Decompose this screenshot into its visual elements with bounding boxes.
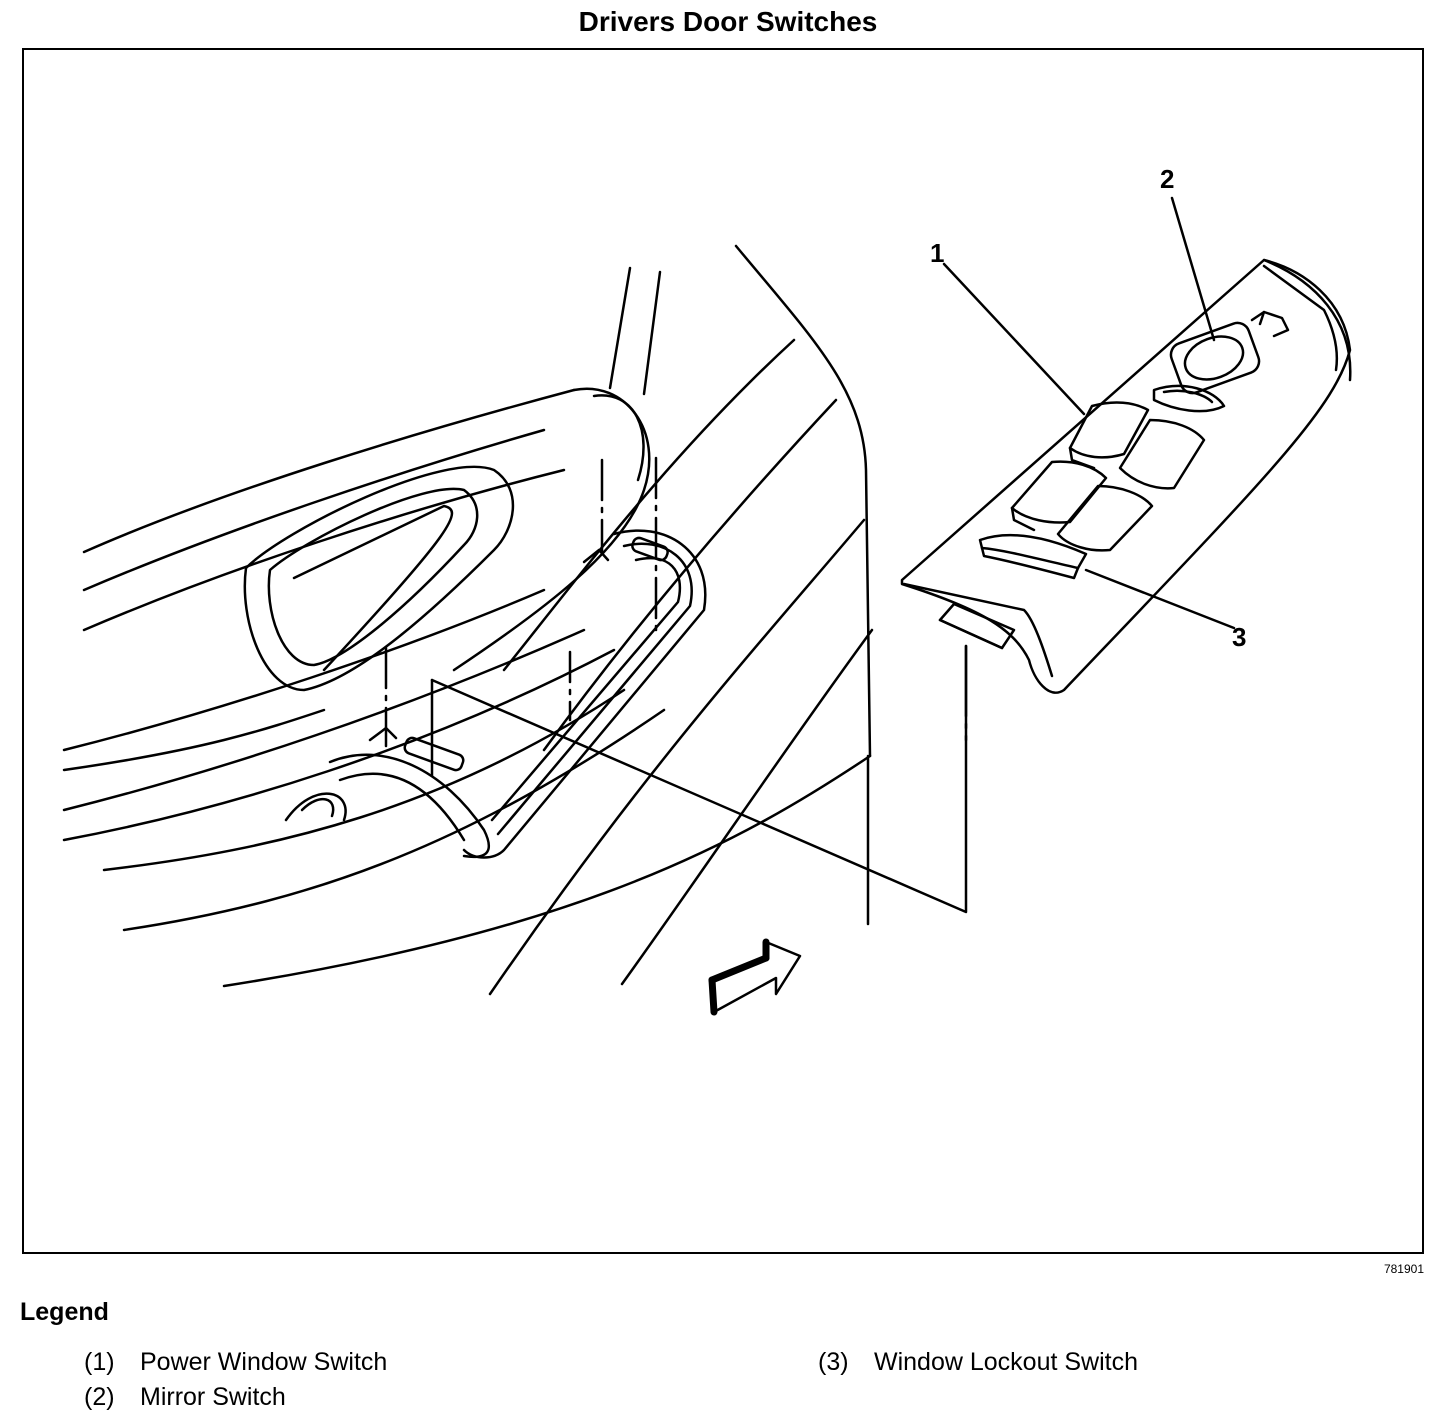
legend-item-label: Mirror Switch [140,1383,286,1411]
legend-item-number: (1) [84,1348,115,1376]
legend-item-number: (3) [818,1348,849,1376]
legend-heading: Legend [20,1298,109,1326]
figure-id: 781901 [1383,1262,1424,1276]
door-switch-illustration: 1 2 3 [62,164,1352,1016]
figure-title: Drivers Door Switches [578,6,878,37]
legend-item-number: (2) [84,1383,115,1411]
callout-3: 3 [1232,622,1246,652]
callout-1: 1 [930,238,944,268]
legend-item-label: Power Window Switch [140,1348,388,1376]
installation-leader-line [430,644,968,914]
callout-leaders [942,196,1236,630]
legend-item-2: (2) Mirror Switch [84,1383,286,1412]
callout-2: 2 [1160,164,1174,194]
diagram-frame: 1 2 3 [22,48,1424,1254]
legend-item-label: Window Lockout Switch [874,1348,1139,1376]
switch-panel [900,258,1352,694]
arrow-right-icon [708,938,802,1016]
legend-item-3: (3) Window Lockout Switch [818,1348,1138,1377]
legend-item-1: (1) Power Window Switch [84,1348,387,1377]
door-trim-panel [62,244,874,996]
